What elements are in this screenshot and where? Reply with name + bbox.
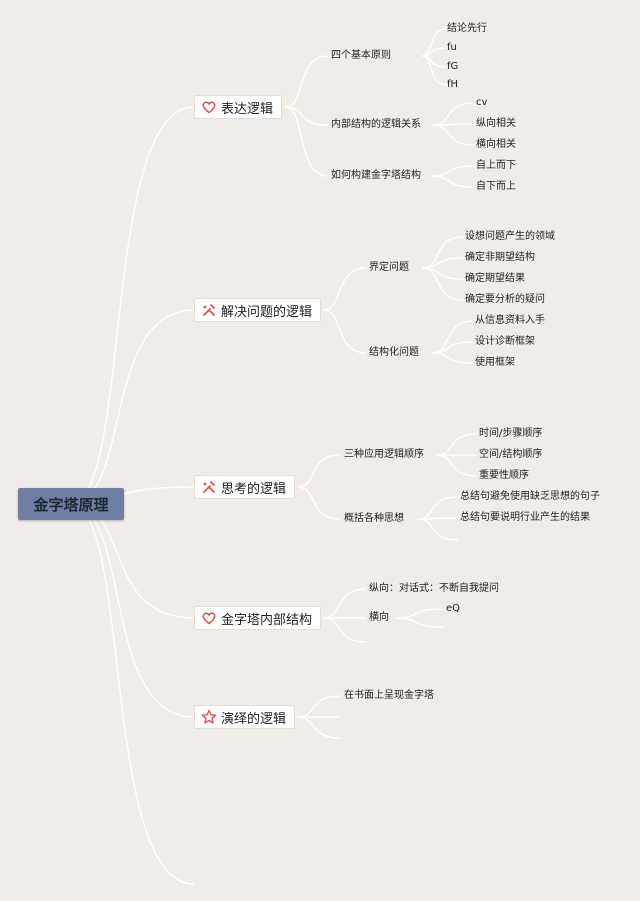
connector-line: [396, 617, 445, 628]
node-internal-logic[interactable]: 内部结构的逻辑关系: [331, 119, 421, 130]
connector-line: [296, 716, 341, 739]
connector-line: [322, 617, 367, 643]
leaf[interactable]: fu: [447, 42, 457, 53]
connector-line: [416, 496, 459, 520]
leaf[interactable]: 横向相关: [476, 139, 516, 150]
node-summarize-ideas[interactable]: 概括各种思想: [344, 513, 404, 524]
leaf[interactable]: 使用框架: [475, 357, 515, 368]
node-three-orders[interactable]: 三种应用逻辑顺序: [344, 449, 424, 460]
branch-label: 表达逻辑: [221, 101, 274, 117]
connector-line: [69, 503, 195, 718]
connector-line: [416, 518, 459, 541]
connector-line: [69, 503, 195, 885]
branch-label: 思考的逻辑: [221, 481, 287, 497]
connector-line: [431, 175, 476, 188]
connector-line: [396, 608, 445, 619]
root-label: 金字塔原理: [33, 495, 109, 514]
star-icon: [201, 709, 217, 725]
node-horizontal[interactable]: 横向: [369, 612, 389, 623]
connector-line: [421, 267, 464, 301]
leaf[interactable]: 自下而上: [476, 181, 516, 192]
branch-problem-solving-logic[interactable]: 解决问题的逻辑: [194, 298, 322, 322]
connector-line: [322, 588, 367, 619]
connector-line: [431, 320, 474, 354]
branch-label: 金字塔内部结构: [221, 612, 313, 628]
connector-line: [322, 267, 367, 311]
connector-line: [284, 106, 329, 177]
node-vertical[interactable]: 纵向：对话式：不断自我提问: [369, 583, 499, 594]
leaf[interactable]: 空间/结构顺序: [479, 449, 543, 460]
heart-icon: [201, 99, 217, 115]
connector-line: [431, 165, 476, 177]
connector-line: [421, 55, 447, 86]
leaf[interactable]: fG: [447, 61, 459, 72]
root-node[interactable]: 金字塔原理: [18, 488, 124, 520]
connector-line: [69, 503, 195, 619]
node-build-pyramid[interactable]: 如何构建金字塔结构: [331, 170, 421, 181]
leaf[interactable]: 从信息资料入手: [475, 315, 545, 326]
branch-expression-logic[interactable]: 表达逻辑: [194, 95, 283, 119]
connector-line: [322, 309, 367, 354]
branch-label: 演绎的逻辑: [221, 711, 287, 727]
leaf[interactable]: 纵向相关: [476, 118, 516, 129]
connector-line: [69, 106, 195, 505]
node-define-problem[interactable]: 界定问题: [369, 262, 409, 273]
leaf[interactable]: 总结句避免使用缺乏思想的句子: [460, 491, 600, 502]
branch-pyramid-internal-structure[interactable]: 金字塔内部结构: [194, 606, 322, 630]
connector-line: [421, 236, 464, 269]
connector-line: [431, 102, 476, 126]
leaf[interactable]: 确定期望结果: [465, 273, 525, 284]
connector-line: [296, 454, 341, 488]
leaf[interactable]: 自上而下: [476, 160, 516, 171]
connector-line: [284, 55, 329, 108]
leaf[interactable]: cv: [476, 97, 488, 108]
branch-label: 解决问题的逻辑: [221, 304, 313, 320]
leaf[interactable]: 重要性顺序: [479, 470, 529, 481]
leaf[interactable]: 结论先行: [447, 23, 487, 34]
connector-line: [296, 695, 341, 718]
connector-line: [284, 106, 329, 126]
leaf[interactable]: 设计诊断框架: [475, 336, 535, 347]
node-present-pyramid[interactable]: 在书面上呈现金字塔: [344, 690, 434, 701]
leaf[interactable]: 时间/步骤顺序: [479, 428, 543, 439]
tools-icon: [201, 302, 217, 318]
leaf[interactable]: fH: [447, 79, 459, 90]
leaf[interactable]: 设想问题产生的领域: [465, 231, 555, 242]
connector-line: [296, 486, 341, 520]
connector-line: [421, 28, 447, 57]
node-four-principles[interactable]: 四个基本原则: [331, 50, 391, 61]
connector-line: [431, 124, 476, 146]
connector-line: [431, 352, 474, 364]
connector-line: [69, 309, 195, 505]
branch-deductive-logic[interactable]: 演绎的逻辑: [194, 705, 296, 729]
branch-thinking-logic[interactable]: 思考的逻辑: [194, 475, 296, 499]
connector-line: [435, 454, 478, 477]
node-structure-problem[interactable]: 结构化问题: [369, 347, 419, 358]
heart-icon: [201, 610, 217, 626]
connector-line: [435, 433, 478, 456]
leaf[interactable]: eQ: [446, 603, 461, 614]
leaf[interactable]: 确定要分析的疑问: [465, 294, 545, 305]
tools-icon: [201, 479, 217, 495]
leaf[interactable]: 确定非期望结构: [465, 252, 535, 263]
leaf[interactable]: 总结句要说明行业产生的结果: [460, 512, 590, 523]
